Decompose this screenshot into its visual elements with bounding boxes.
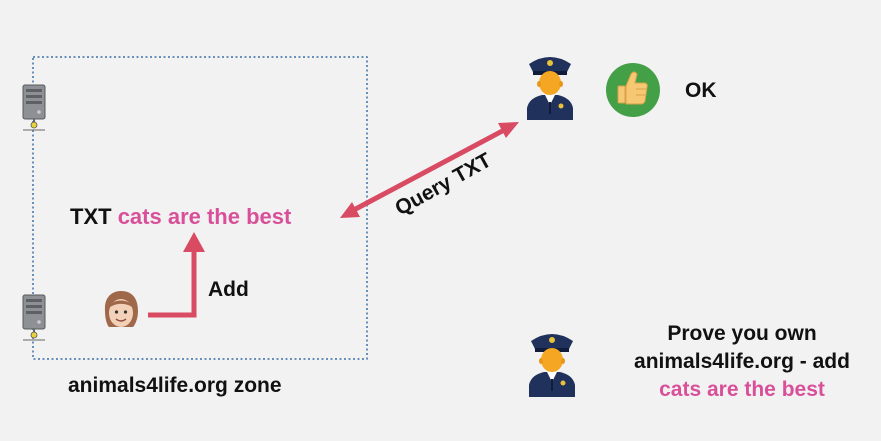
zone-label: animals4life.org zone	[68, 374, 282, 397]
challenge-line-3: cats are the best	[659, 378, 825, 401]
txt-record: TXT cats are the best	[70, 204, 291, 230]
server-icon	[22, 84, 46, 131]
thumbs-up-icon	[606, 63, 660, 117]
add-arrow	[148, 250, 197, 318]
add-arrow-head	[183, 232, 205, 252]
police-officer-icon	[529, 334, 575, 397]
query-arrow-head-left	[340, 202, 360, 218]
query-arrow	[348, 125, 510, 215]
challenge-text: Prove you own animals4life.org - add cat…	[604, 320, 880, 404]
record-type: TXT	[70, 204, 112, 229]
challenge-line-1: Prove you own	[667, 322, 817, 345]
add-label: Add	[208, 278, 249, 301]
police-officer-icon	[527, 57, 573, 120]
challenge-line-2: animals4life.org - add	[634, 350, 850, 373]
user-face-icon	[104, 291, 138, 327]
query-arrow-head-right	[498, 122, 519, 138]
ok-label: OK	[685, 79, 717, 102]
server-icon	[22, 294, 46, 341]
record-value: cats are the best	[117, 204, 292, 229]
zone-boundary	[32, 56, 368, 360]
